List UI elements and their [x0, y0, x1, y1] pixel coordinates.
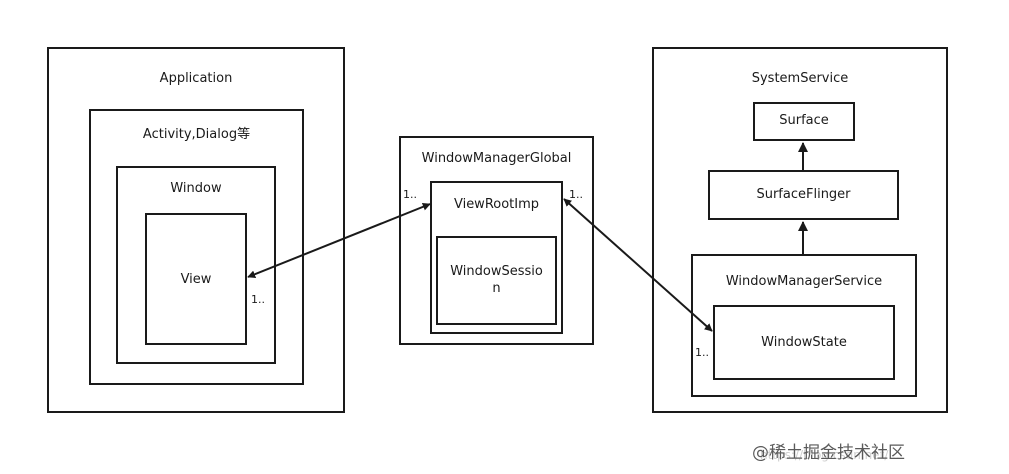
- window-manager-service-label: WindowManagerService: [725, 274, 883, 289]
- view-to-viewrootimp-connector: [247, 202, 431, 279]
- window-state-box: [713, 305, 895, 380]
- watermark-brand: @稀土掘金技术社区: [752, 443, 905, 463]
- activity-dialog-label: Activity,Dialog等: [142, 127, 251, 142]
- surface-flinger-box: [708, 170, 899, 220]
- view-multiplicity: 1..: [251, 293, 265, 306]
- surface-box: [753, 102, 855, 141]
- viewrootimp-to-windowstate-connector: [563, 198, 713, 332]
- view-root-imp-multiplicity-left: 1..: [403, 188, 417, 201]
- surface-flinger-label: SurfaceFlinger: [756, 187, 851, 202]
- application-label: Application: [159, 71, 233, 86]
- window-session-label-line2: n: [492, 281, 501, 296]
- window-state-multiplicity: 1..: [695, 346, 709, 359]
- watermark-url: https://blog.csdn.net/...: [760, 448, 900, 462]
- view-root-imp-label: ViewRootImp: [453, 197, 540, 212]
- view-box: [145, 213, 247, 345]
- surface-label: Surface: [779, 113, 829, 128]
- system-service-label: SystemService: [751, 71, 849, 86]
- view-root-imp-multiplicity-right: 1..: [569, 188, 583, 201]
- window-manager-global-label: WindowManagerGlobal: [421, 151, 572, 166]
- window-session-label-line1: WindowSessio: [450, 264, 543, 279]
- window-label: Window: [170, 181, 222, 196]
- window-state-label: WindowState: [761, 335, 847, 350]
- window-session-box: [436, 236, 557, 325]
- view-root-imp-box: [430, 181, 563, 334]
- view-label: View: [180, 272, 212, 287]
